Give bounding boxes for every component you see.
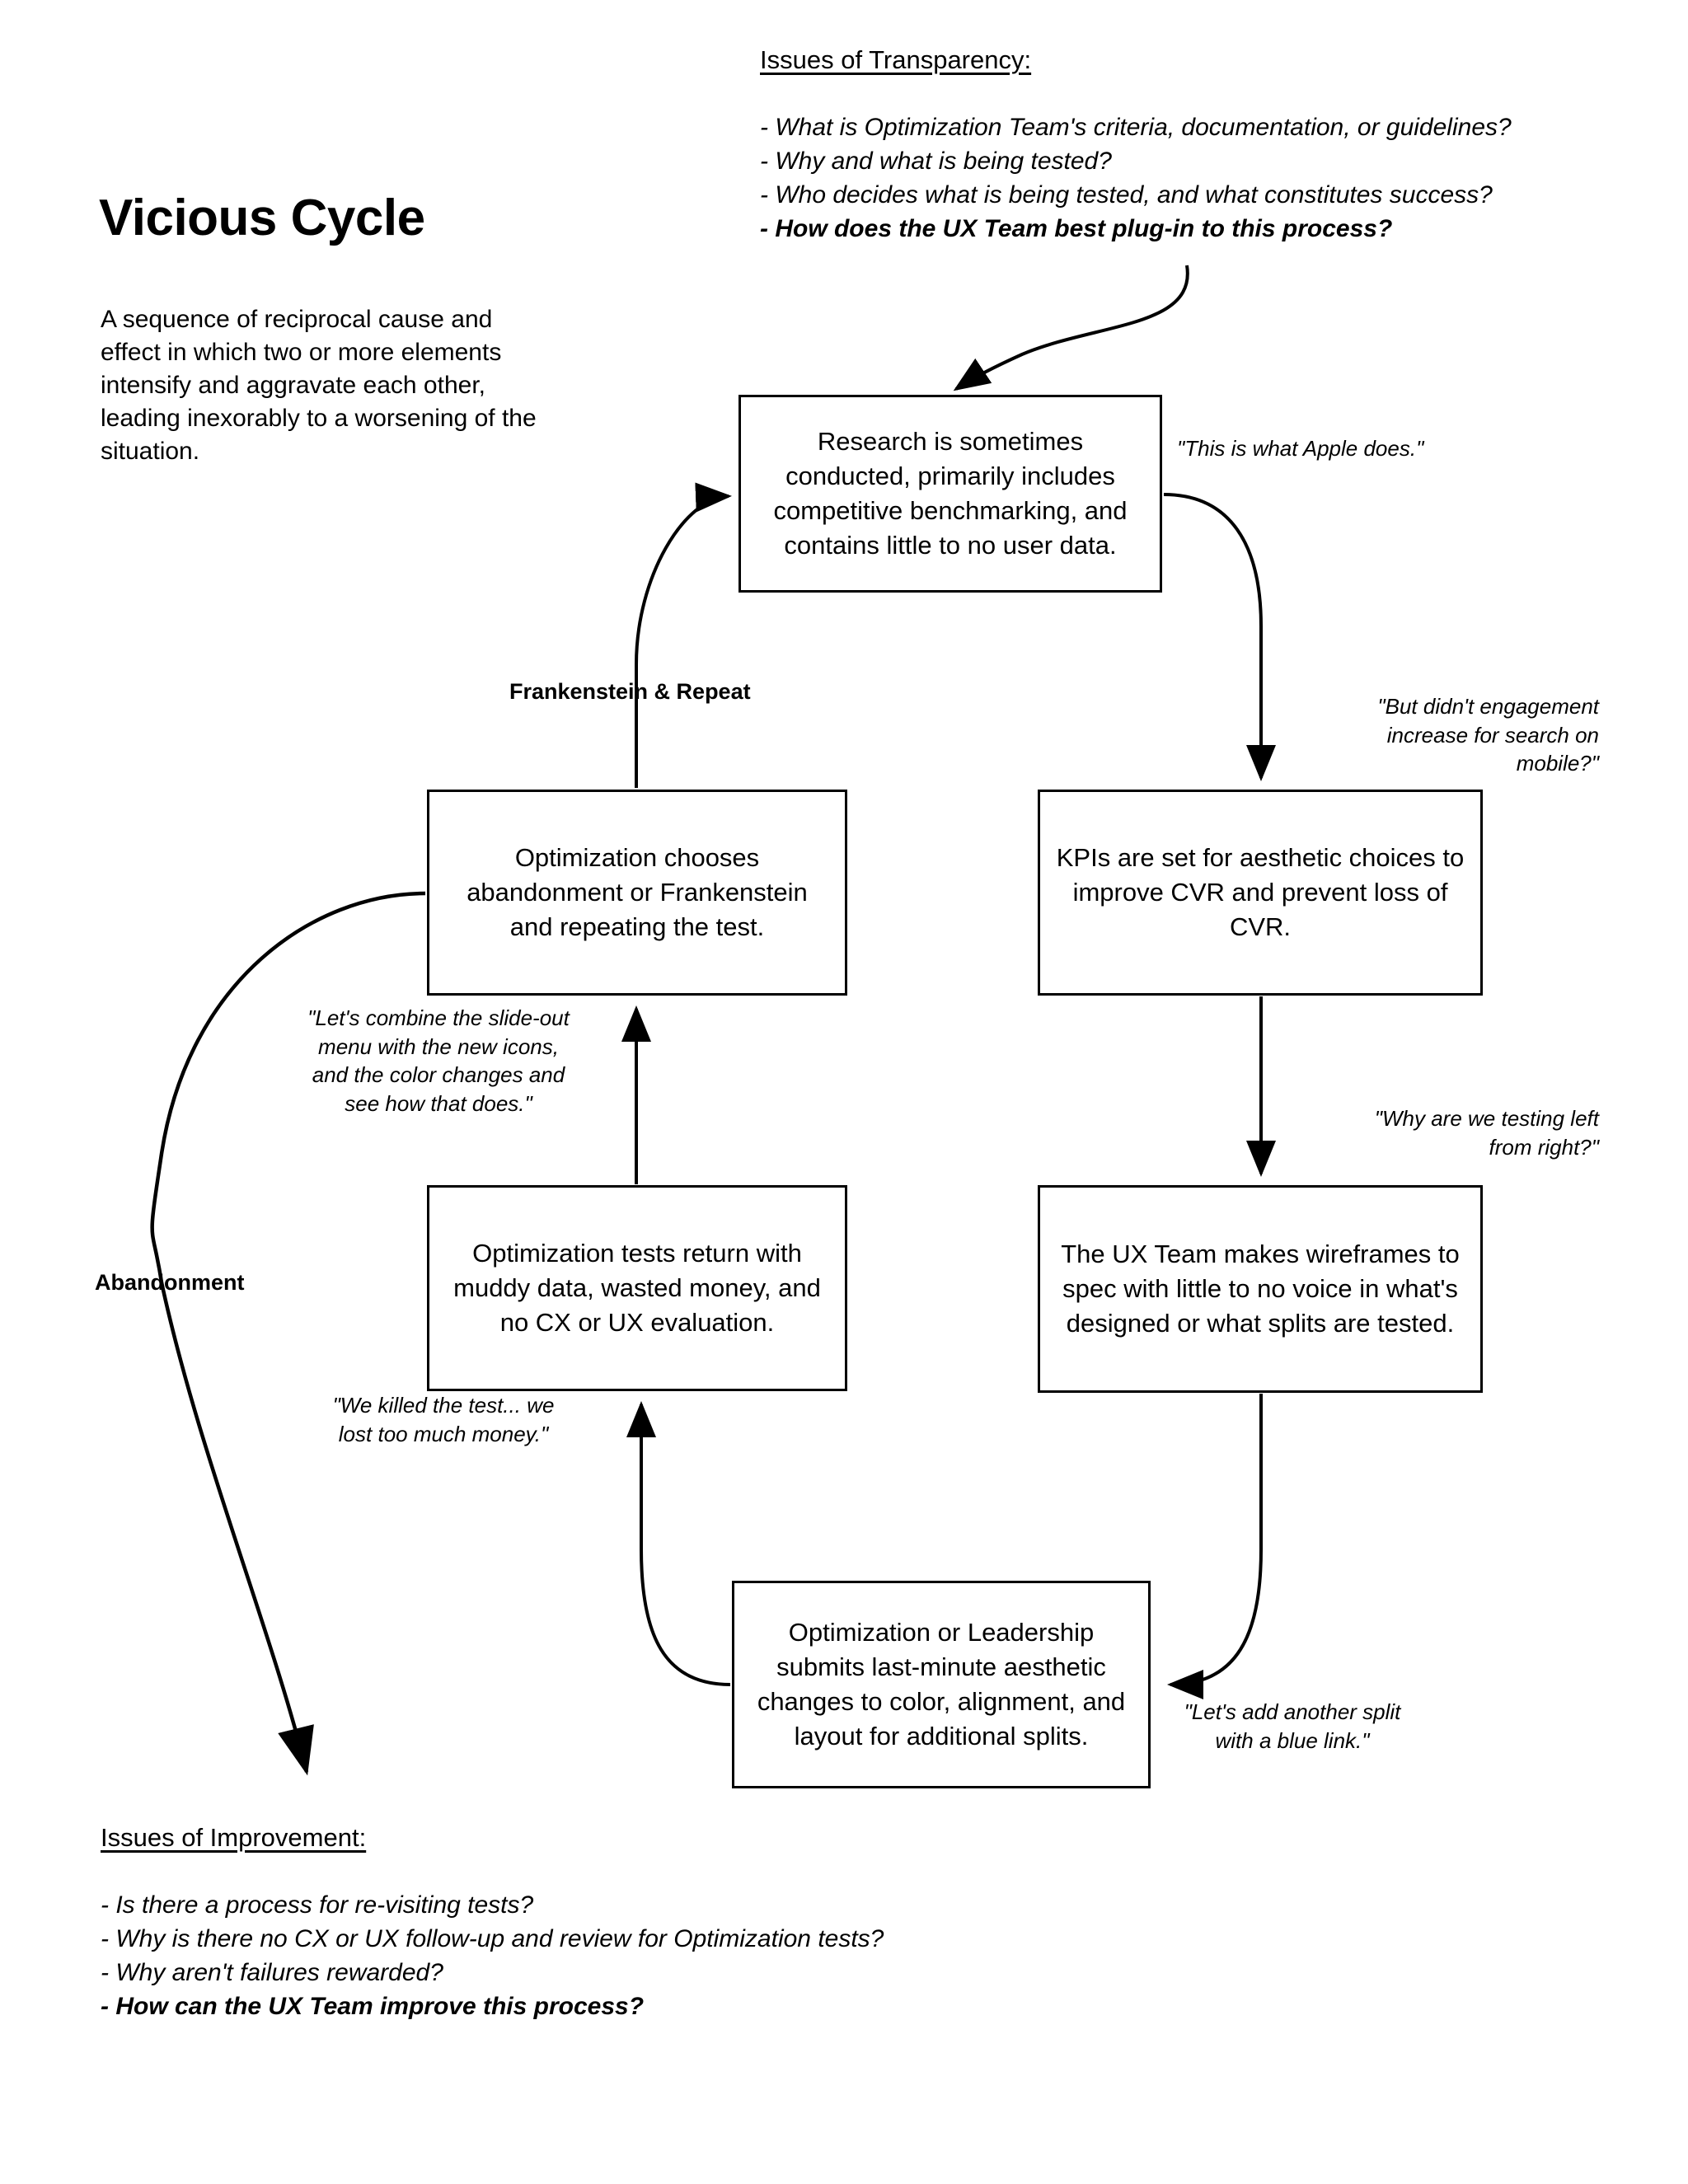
flow-box-last-minute-changes[interactable]: Optimization or Leadership submits last-… (732, 1581, 1151, 1788)
quote-blue-link: "Let's add another split with a blue lin… (1184, 1699, 1401, 1753)
improvement-heading: Issues of Improvement: (101, 1823, 367, 1852)
edge-label-abandonment: Abandonment (95, 1270, 245, 1295)
quote-killed-the-test: "We killed the test... we lost too much … (332, 1393, 555, 1446)
page-title: Vicious Cycle (99, 190, 425, 246)
transparency-heading: Issues of Transparency: (760, 45, 1032, 74)
transparency-item-0: - What is Optimization Team's criteria, … (760, 114, 1512, 141)
transparency-item-2: - Who decides what is being tested, and … (760, 180, 1493, 209)
improvement-item-1: - Why is there no CX or UX follow-up and… (101, 1924, 884, 1952)
connector-submits-to-muddy (626, 1401, 731, 1686)
quote-apple: "This is what Apple does." (1177, 436, 1424, 461)
quote-combine-slide-out: "Let's combine the slide-out menu with t… (307, 1005, 570, 1116)
transparency-question-list: - What is Optimization Team's criteria, … (760, 111, 1512, 246)
edge-label-frankenstein-repeat: Frankenstein & Repeat (509, 679, 751, 704)
connector-ux-to-submits (1167, 1394, 1263, 1699)
improvement-item-3: - How can the UX Team improve this proce… (101, 1992, 645, 2020)
quote-testing-left-from-right: "Why are we testing left from right?" (1374, 1106, 1599, 1160)
transparency-item-3: - How does the UX Team best plug-in to t… (760, 214, 1393, 242)
flow-box-muddy-data[interactable]: Optimization tests return with muddy dat… (427, 1185, 847, 1391)
quote-engagement: "But didn't engagement increase for sear… (1377, 694, 1599, 776)
intro-paragraph: A sequence of reciprocal cause and effec… (101, 306, 537, 465)
flow-box-abandonment-or-frankenstein[interactable]: Optimization chooses abandonment or Fran… (427, 790, 847, 996)
connector-optimize-abandonment-exit (150, 891, 426, 1776)
improvement-question-list: - Is there a process for re-visiting tes… (101, 1889, 884, 2024)
flow-box-kpi[interactable]: KPIs are set for aesthetic choices to im… (1038, 790, 1483, 996)
connector-research-to-kpi (1163, 493, 1276, 781)
connector-optimize-to-research (635, 482, 732, 788)
connector-transparency-to-research (953, 265, 1189, 391)
flow-box-ux-team[interactable]: The UX Team makes wireframes to spec wit… (1038, 1185, 1483, 1393)
improvement-item-0: - Is there a process for re-visiting tes… (101, 1891, 534, 1919)
transparency-item-1: - Why and what is being tested? (760, 147, 1112, 175)
improvement-item-2: - Why aren't failures rewarded? (101, 1958, 443, 1986)
flow-box-research[interactable]: Research is sometimes conducted, primari… (738, 395, 1162, 593)
